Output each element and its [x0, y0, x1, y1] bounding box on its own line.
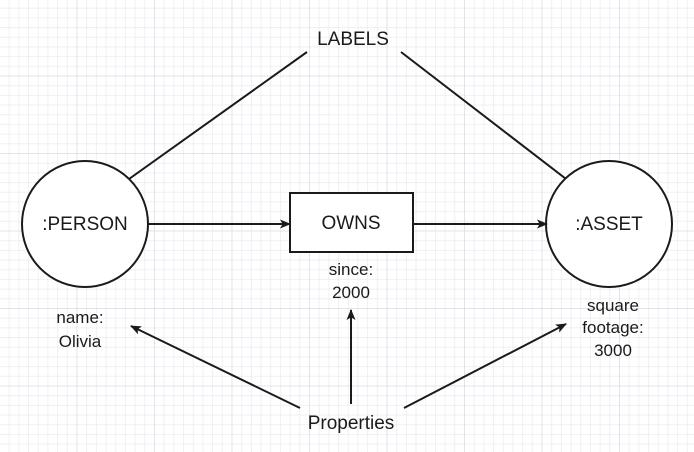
property-asset-line1: square — [587, 296, 639, 315]
properties-heading: Properties — [308, 413, 395, 434]
property-asset-line3: 3000 — [594, 341, 632, 360]
labels-heading: LABELS — [317, 29, 389, 50]
property-relationship-line2: 2000 — [332, 283, 370, 302]
property-relationship-line1: since: — [329, 260, 373, 279]
edge-properties-to-person-property — [130, 325, 301, 409]
property-asset-line2: footage: — [582, 318, 643, 337]
node-owns-label: OWNS — [321, 213, 380, 234]
edge-properties-to-asset-property — [403, 323, 567, 409]
node-person-label: :PERSON — [42, 214, 128, 235]
node-owns-rectangle[interactable] — [289, 192, 414, 253]
edge-labels-to-asset — [400, 51, 597, 203]
edge-labels-to-person — [100, 51, 308, 200]
property-person-line2: Olivia — [59, 332, 102, 351]
node-asset-label: :ASSET — [575, 214, 643, 235]
property-person-line1: name: — [56, 308, 103, 327]
